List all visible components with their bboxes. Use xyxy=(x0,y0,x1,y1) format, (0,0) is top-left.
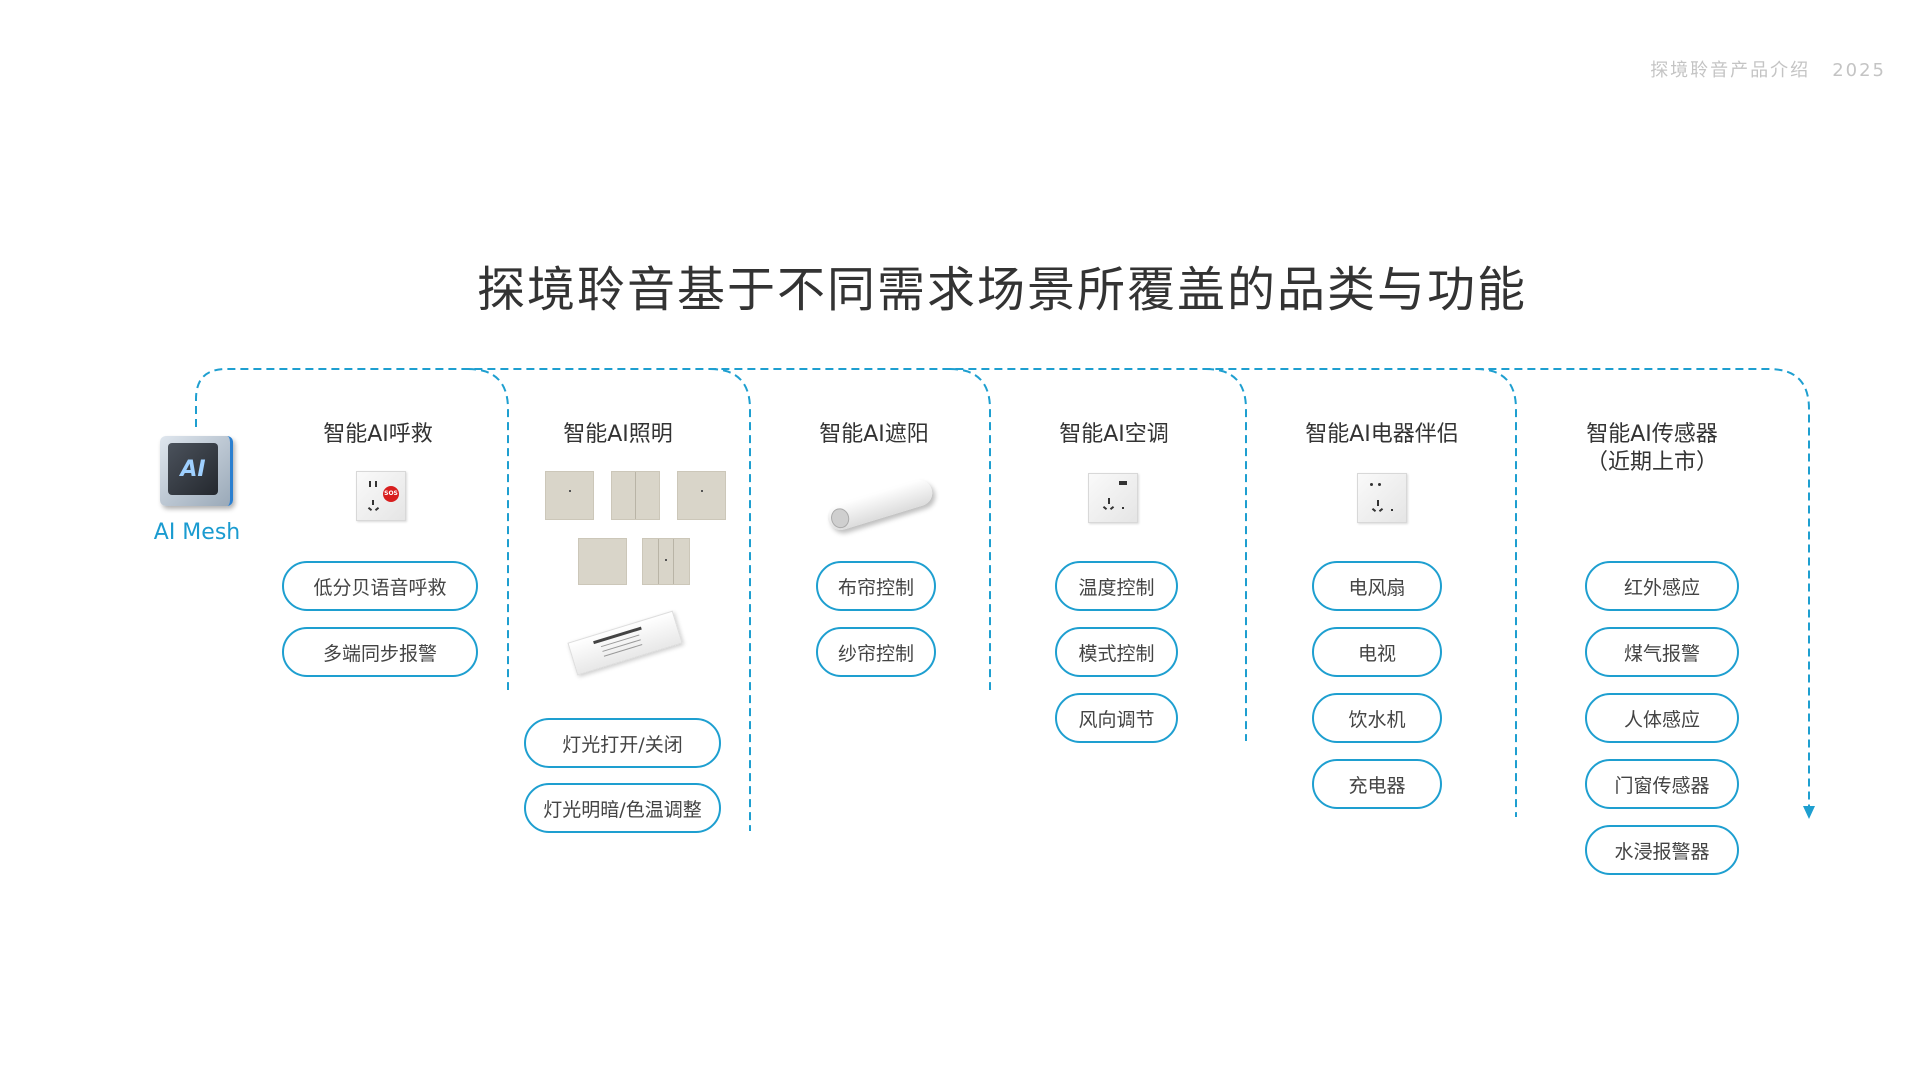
main-bus-line xyxy=(195,368,1810,808)
feature-pill: 煤气报警 xyxy=(1585,627,1739,677)
ai-mesh-label: AI Mesh xyxy=(153,520,241,545)
light-switch-panel-icon xyxy=(677,471,726,520)
arrow-down-icon xyxy=(1803,806,1815,819)
column-title-sensor: 智能AI传感器 （近期上市） xyxy=(1522,421,1782,477)
column-title-sensor-subtitle: （近期上市） xyxy=(1585,450,1718,475)
feature-pill: 饮水机 xyxy=(1312,693,1442,743)
column-title-ac: 智能AI空调 xyxy=(1059,422,1169,447)
feature-pill: 水浸报警器 xyxy=(1585,825,1739,875)
page-title: 探境聆音基于不同需求场景所覆盖的品类与功能 xyxy=(476,262,1527,318)
feature-pill: 人体感应 xyxy=(1585,693,1739,743)
feature-pill: 红外感应 xyxy=(1585,561,1739,611)
header-brand: 探境聆音产品介绍 xyxy=(1650,60,1811,81)
feature-pill: 布帘控制 xyxy=(816,561,936,611)
column-title-sensor-main: 智能AI传感器 xyxy=(1586,422,1718,447)
feature-pill: 风向调节 xyxy=(1055,693,1178,743)
divider-line xyxy=(949,368,991,690)
deck-header: 探境聆音产品介绍 2025 xyxy=(1650,56,1886,82)
column-title-shading: 智能AI遮阳 xyxy=(819,422,929,447)
sos-badge: SOS xyxy=(383,486,399,502)
column-title-lighting: 智能AI照明 xyxy=(563,422,673,447)
sos-socket-icon: SOS xyxy=(356,471,406,521)
ai-chip-icon: AI xyxy=(160,436,233,506)
feature-pill: 门窗传感器 xyxy=(1585,759,1739,809)
feature-pill: 模式控制 xyxy=(1055,627,1178,677)
ac-socket-icon xyxy=(1088,473,1138,523)
light-switch-panel-icon xyxy=(611,471,660,520)
feature-pill: 低分贝语音呼救 xyxy=(282,561,478,611)
light-switch-panel-icon xyxy=(578,538,627,585)
header-year: 2025 xyxy=(1832,60,1886,81)
light-switch-panel-icon xyxy=(642,538,690,585)
light-switch-panel-icon xyxy=(545,471,594,520)
appliance-socket-icon xyxy=(1357,473,1407,523)
column-title-appliance: 智能AI电器伴侣 xyxy=(1305,422,1459,447)
feature-pill: 纱帘控制 xyxy=(816,627,936,677)
feature-pill: 电视 xyxy=(1312,627,1442,677)
column-title-rescue: 智能AI呼救 xyxy=(323,422,433,447)
feature-pill: 温度控制 xyxy=(1055,561,1178,611)
feature-pill: 充电器 xyxy=(1312,759,1442,809)
feature-pill: 灯光打开/关闭 xyxy=(524,718,721,768)
feature-pill: 灯光明暗/色温调整 xyxy=(524,783,721,833)
feature-pill: 多端同步报警 xyxy=(282,627,478,677)
feature-pill: 电风扇 xyxy=(1312,561,1442,611)
